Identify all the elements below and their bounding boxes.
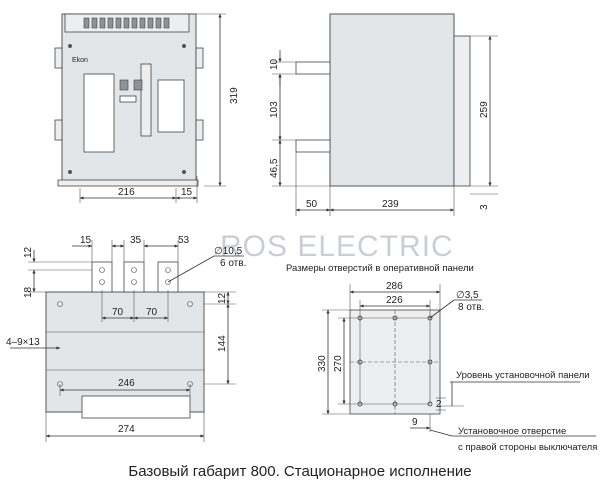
right-handle-bottom [195,119,204,141]
dim-top-70-left: 70 [112,307,124,318]
terminal-busbar [157,261,179,293]
mount-hole-note-line2: с правой стороны выключателя [458,442,597,453]
dim-front-height: 319 [229,87,240,104]
dim-top-18: 18 [23,286,34,298]
cutout-title: Размеры отверстий в оперативной панели [286,263,474,274]
bolt-hole-icon [99,267,105,273]
hole-count-top: 6 отв. [220,258,246,269]
dim-side-103: 103 [269,101,280,118]
side-view: 10 103 46,5 259 3 50 239 [269,13,498,216]
terminal-strip [83,17,170,29]
dim-cutout-286: 286 [386,281,403,292]
hole-diameter-top: ∅10,5 [214,246,243,257]
top-view: 15 35 53 12 18 ∅10,5 6 отв. 70 70 12 144 [6,235,246,442]
screw-icon [182,170,186,174]
panel-level-note: Уровень установочной панели [456,370,590,381]
drawing-caption: Базовый габарит 800. Стационарное исполн… [128,463,472,480]
slot-note: 4–9×13 [6,337,40,348]
bolt-hole-icon [131,267,137,273]
operating-handle [140,63,152,137]
right-window [157,79,185,133]
dim-cutout-226: 226 [386,295,403,306]
mount-slot-icon [187,301,193,307]
hole-diameter-cutout: ∅3,5 [456,290,479,301]
dim-cutout-330: 330 [317,355,328,372]
dim-top-12: 12 [23,246,34,258]
left-handle-top [54,47,63,69]
dim-top-53: 53 [178,235,190,246]
mount-hole-note-line1: Установочное отверстие [458,426,566,437]
dim-side-46-5: 46,5 [269,158,280,178]
dim-front-width: 216 [118,187,135,198]
indicator-on [119,79,129,91]
screw-icon [68,170,72,174]
dim-side-50: 50 [306,199,318,210]
left-window [83,73,115,153]
cutout-hole-icon [427,401,433,407]
brand-logo: Ekon [72,57,88,64]
panel-cutout-view: Размеры отверстий в оперативной панели 2… [286,263,597,453]
hole-count-cutout: 8 отв. [458,302,484,313]
dim-top-70-right: 70 [146,307,158,318]
indicator-off [133,79,143,91]
dim-front-offset: 15 [181,187,193,198]
busbar-bottom [295,139,331,153]
front-view: Ekon 216 15 319 [54,13,240,203]
cutout-hole-icon [392,401,398,407]
dim-side-10: 10 [269,58,280,70]
base-plate [57,179,199,187]
bolt-hole-icon [165,267,171,273]
busbar-top [295,61,331,75]
dim-top-144: 144 [217,335,228,352]
dim-top-12-right: 12 [217,292,228,304]
mount-slot-icon [57,301,63,307]
dim-top-246: 246 [118,378,135,389]
dim-cutout-9: 9 [412,417,418,428]
breaker-front-lip [81,395,191,419]
dim-top-35: 35 [130,235,142,246]
cutout-hole-icon [427,359,433,365]
cutout-hole-icon [392,315,398,321]
screw-icon [68,44,72,48]
terminal-busbar [123,261,145,293]
bolt-hole-icon [165,279,171,285]
right-handle-top [195,47,204,69]
dim-side-239: 239 [382,199,399,210]
breaker-side-body [329,13,455,187]
bolt-hole-icon [131,279,137,285]
breaker-top-body [45,291,205,413]
dim-side-3: 3 [479,204,490,210]
push-button [119,95,137,103]
bolt-hole-icon [99,279,105,285]
dim-cutout-2: 2 [436,399,442,410]
dim-side-259: 259 [479,101,490,118]
left-handle-bottom [54,119,63,141]
dim-cutout-270: 270 [333,355,344,372]
breaker-side-cover [453,35,471,187]
terminal-busbar [91,261,113,293]
cutout-hole-icon [357,359,363,365]
dim-top-274: 274 [118,424,135,435]
watermark-text: ROS ELECTRIC [220,230,454,263]
screw-icon [182,44,186,48]
dim-top-15: 15 [80,235,92,246]
